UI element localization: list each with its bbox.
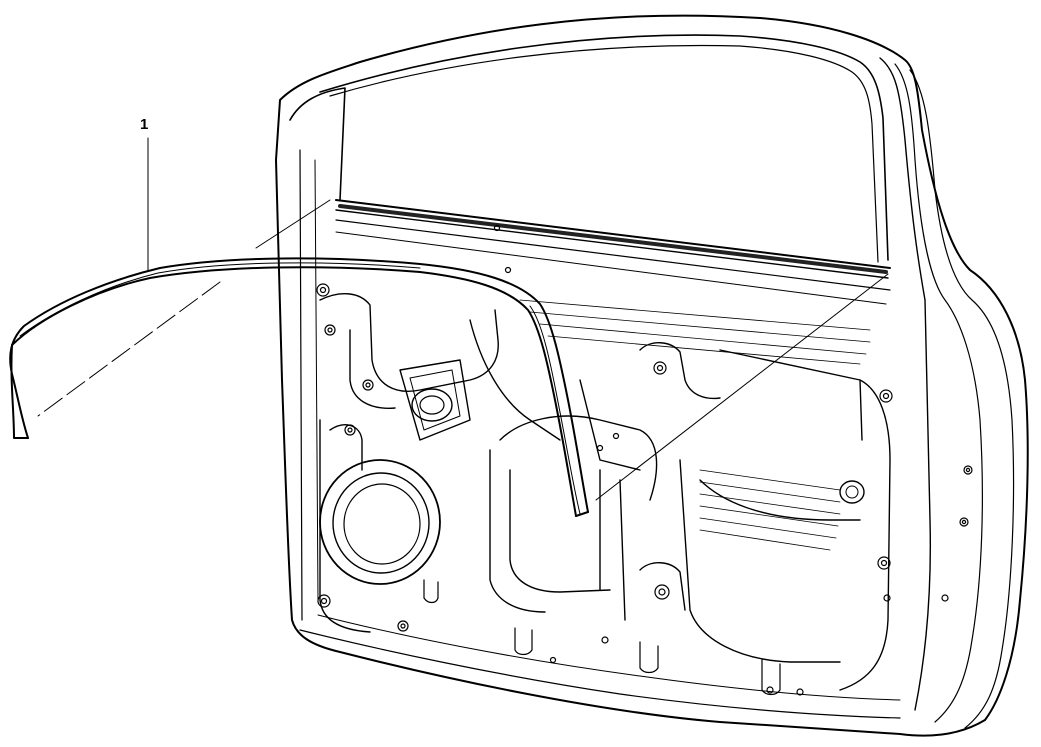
mounting-tabs [424, 580, 780, 695]
door-outer-frame [276, 16, 1028, 736]
access-hole [412, 389, 864, 503]
callout-leaders [38, 138, 888, 500]
leader-top-left [256, 200, 330, 248]
leader-right [596, 274, 888, 500]
speaker-opening [320, 460, 440, 584]
leader-bottom-left [38, 282, 220, 416]
belt-line-strip [336, 200, 890, 304]
callout-label-1: 1 [140, 116, 149, 133]
inner-panel-ribs [520, 300, 870, 550]
weatherstrip-seal [10, 258, 588, 516]
fastener-holes [317, 226, 972, 696]
inner-panel-structure [320, 294, 890, 690]
